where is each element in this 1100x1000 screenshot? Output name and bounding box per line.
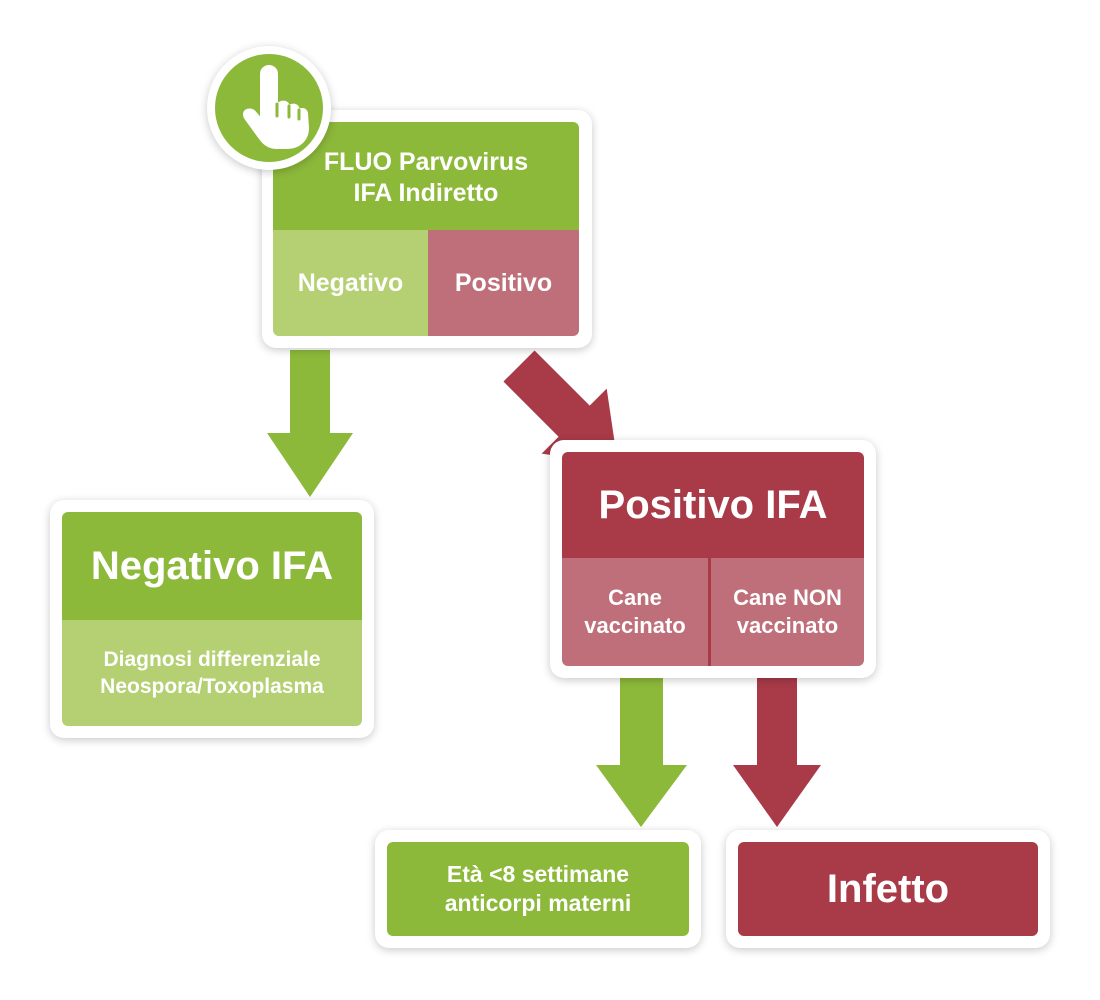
cane-non-vaccinato-cell: Cane NON vaccinato [711, 558, 864, 666]
parvovirus-test-card: FLUO Parvovirus IFA Indiretto Negativo P… [262, 110, 592, 348]
cane-non-vaccinato-line1: Cane NON [733, 585, 842, 610]
arrow-to-negativo-ifa [267, 350, 353, 497]
cane-vaccinato-line1: Cane [608, 585, 662, 610]
negativo-ifa-detail-line1: Diagnosi differenziale [103, 648, 321, 671]
positivo-divider [708, 558, 711, 666]
parvovirus-title-line1: FLUO Parvovirus [323, 148, 529, 176]
negativo-ifa-card: Negativo IFA Diagnosi differenziale Neos… [50, 500, 374, 738]
parvovirus-title-line2: IFA Indiretto [353, 179, 499, 207]
positivo-result-cell: Positivo [428, 230, 579, 336]
eta-line2: anticorpi materni [444, 890, 632, 916]
cane-vaccinato-line2: vaccinato [584, 613, 686, 638]
cane-vaccinato-cell: Cane vaccinato [562, 558, 708, 666]
infetto-card: Infetto [726, 830, 1050, 948]
hand-badge [207, 46, 331, 170]
negativo-ifa-detail: Diagnosi differenziale Neospora/Toxoplas… [62, 620, 362, 726]
arrow-to-infetto [733, 678, 821, 827]
cane-non-vaccinato-line2: vaccinato [736, 613, 839, 638]
arrow-to-positivo-ifa [503, 350, 618, 465]
negativo-result-cell: Negativo [273, 230, 428, 336]
positivo-ifa-card: Positivo IFA Cane vaccinato Cane NON vac… [550, 440, 876, 678]
arrow-to-eta-box [596, 678, 687, 827]
positivo-ifa-title: Positivo IFA [562, 452, 864, 558]
negativo-ifa-title: Negativo IFA [62, 512, 362, 620]
negativo-ifa-detail-line2: Neospora/Toxoplasma [100, 675, 324, 698]
eta-maternal-antibodies-text: Età <8 settimane anticorpi materni [387, 842, 689, 936]
parvovirus-test-title: FLUO Parvovirus IFA Indiretto [273, 122, 579, 230]
infetto-label: Infetto [738, 842, 1038, 936]
eta-line1: Età <8 settimane [446, 861, 630, 887]
hand-pointer-icon [242, 65, 309, 149]
eta-maternal-antibodies-card: Età <8 settimane anticorpi materni [375, 830, 701, 948]
